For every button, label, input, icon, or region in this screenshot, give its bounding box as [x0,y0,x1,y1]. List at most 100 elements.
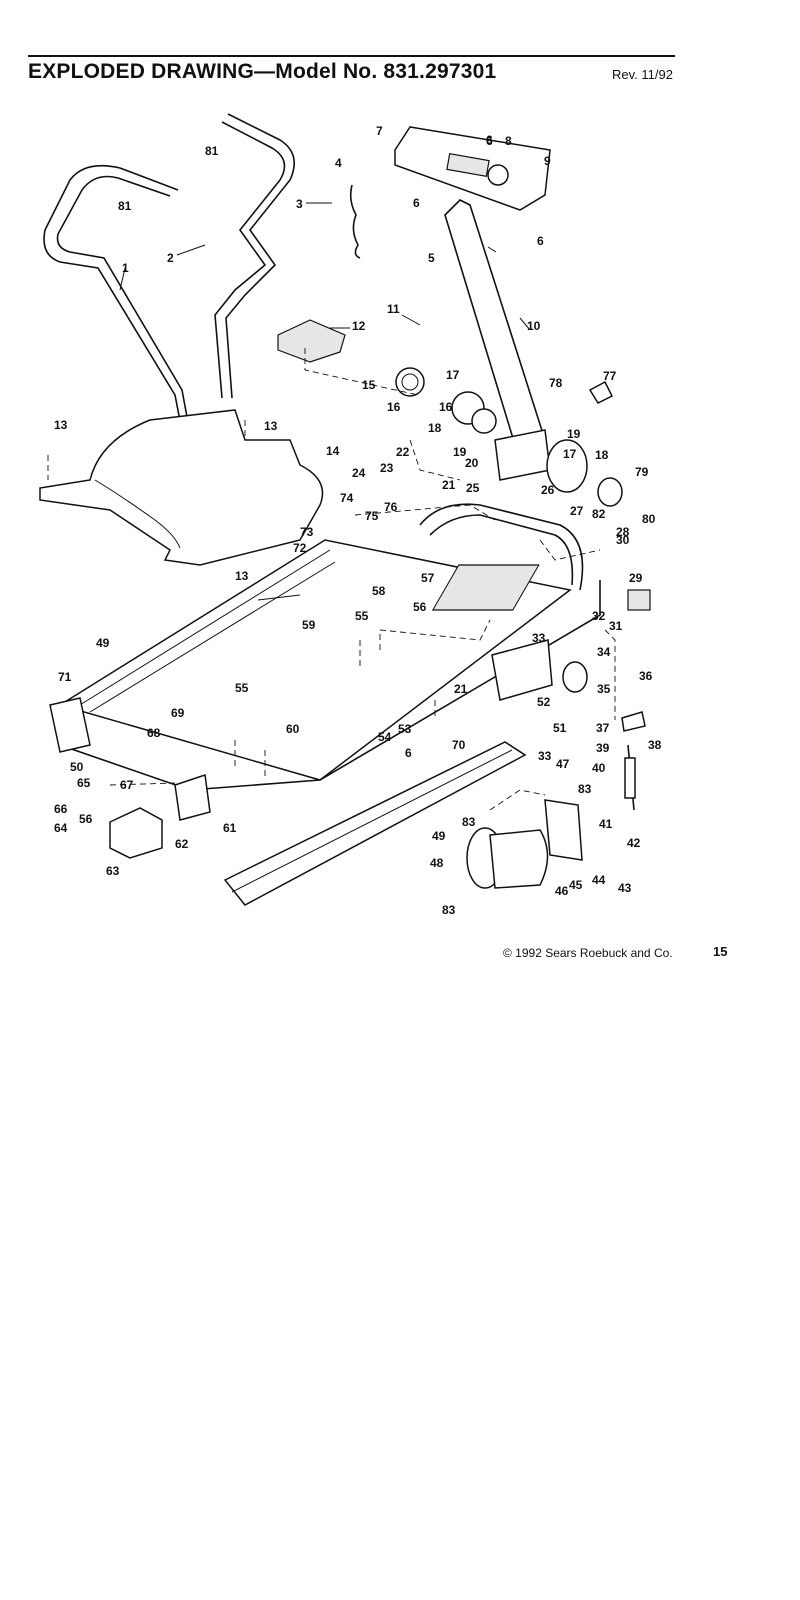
part-label-22: 22 [396,445,410,459]
part-label-23: 23 [380,461,394,475]
handlebar-left [43,164,189,463]
part-label-17: 17 [563,447,577,461]
part-label-3: 3 [296,197,303,211]
part-label-16: 16 [439,400,453,414]
part-label-60: 60 [286,722,300,736]
part-label-13: 13 [264,419,278,433]
part-label-78: 78 [549,376,563,390]
part-label-5: 5 [428,251,435,265]
part-label-68: 68 [147,726,161,740]
part-label-83: 83 [442,903,456,917]
part-label-62: 62 [175,837,189,851]
part-label-28: 28 [616,525,630,539]
part-label-76: 76 [384,500,398,514]
part-label-25: 25 [466,481,480,495]
part-label-79: 79 [635,465,649,479]
part-label-56: 56 [79,812,93,826]
bracket-77 [588,380,614,404]
bracket-37 [621,711,646,732]
part-label-51: 51 [553,721,567,735]
part-label-49: 49 [432,829,446,843]
part-label-29: 29 [629,571,643,585]
part-label-16: 16 [387,400,401,414]
page-title: EXPLODED DRAWING—Model No. 831.297301 [28,60,497,83]
handlebar-right [214,121,286,399]
part-label-7: 7 [376,124,383,138]
part-label-6: 6 [537,234,544,248]
part-label-82: 82 [592,507,606,521]
part-label-19: 19 [567,427,581,441]
part-label-43: 43 [618,881,632,895]
motor-grille [431,564,540,611]
part-label-50: 50 [70,760,84,774]
part-label-83: 83 [462,815,476,829]
header-rule [28,55,675,57]
part-label-53: 53 [398,722,412,736]
part-label-63: 63 [106,864,120,878]
part-label-80: 80 [642,512,656,526]
part-label-37: 37 [596,721,610,735]
part-label-6: 6 [405,746,412,760]
controller-box [277,319,346,363]
part-label-30: 30 [616,533,630,547]
part-label-35: 35 [597,682,611,696]
part-label-46: 46 [555,884,569,898]
part-label-11: 11 [387,302,400,316]
part-label-2: 2 [167,251,174,265]
part-label-55: 55 [235,681,249,695]
part-label-72: 72 [293,541,307,555]
part-label-75: 75 [365,509,379,523]
rear-end-cap [49,697,91,753]
end-cap-62 [109,807,163,859]
part-label-55: 55 [355,609,369,623]
part-label-64: 64 [54,821,68,835]
part-label-1: 1 [122,261,129,275]
transformer-29 [627,589,651,611]
part-label-57: 57 [421,571,435,585]
part-label-13: 13 [54,418,68,432]
part-label-52: 52 [537,695,551,709]
copyright-notice: © 1992 Sears Roebuck and Co. [503,946,673,960]
part-label-67: 67 [120,778,134,792]
flywheel-19-18 [546,439,588,493]
part-label-32: 32 [592,609,606,623]
part-label-41: 41 [599,817,613,831]
part-label-12: 12 [352,319,366,333]
part-label-56: 56 [413,600,427,614]
part-label-19: 19 [453,445,467,459]
part-label-71: 71 [58,670,72,684]
part-label-66: 66 [54,802,68,816]
part-label-21: 21 [442,478,456,492]
part-label-8: 8 [505,134,512,148]
flywheel-15 [395,367,425,397]
part-label-81: 81 [118,199,132,213]
part-label-65: 65 [77,776,91,790]
roller-34 [562,661,588,693]
part-label-9: 9 [544,154,551,168]
part-label-14: 14 [326,444,340,458]
part-label-77: 77 [603,369,617,383]
part-label-27: 27 [570,504,584,518]
part-label-33: 33 [538,749,552,763]
part-label-18: 18 [428,421,442,435]
part-label-61: 61 [223,821,237,835]
page-number: 15 [713,944,728,959]
safety-key-cord [349,184,361,259]
part-label-15: 15 [362,378,376,392]
part-label-38: 38 [648,738,662,752]
part-label-74: 74 [340,491,354,505]
upright-bracket [494,429,551,481]
handlebar-left-inner [56,175,196,461]
motor-bracket-44 [544,799,583,861]
revision-label: Rev. 11/92 [612,67,673,82]
part-label-49: 49 [96,636,110,650]
part-label-31: 31 [609,619,623,633]
part-label-59: 59 [302,618,316,632]
part-label-48: 48 [430,856,444,870]
part-label-36: 36 [639,669,653,683]
part-label-33: 33 [532,631,546,645]
part-label-39: 39 [596,741,610,755]
part-label-47: 47 [556,757,570,771]
